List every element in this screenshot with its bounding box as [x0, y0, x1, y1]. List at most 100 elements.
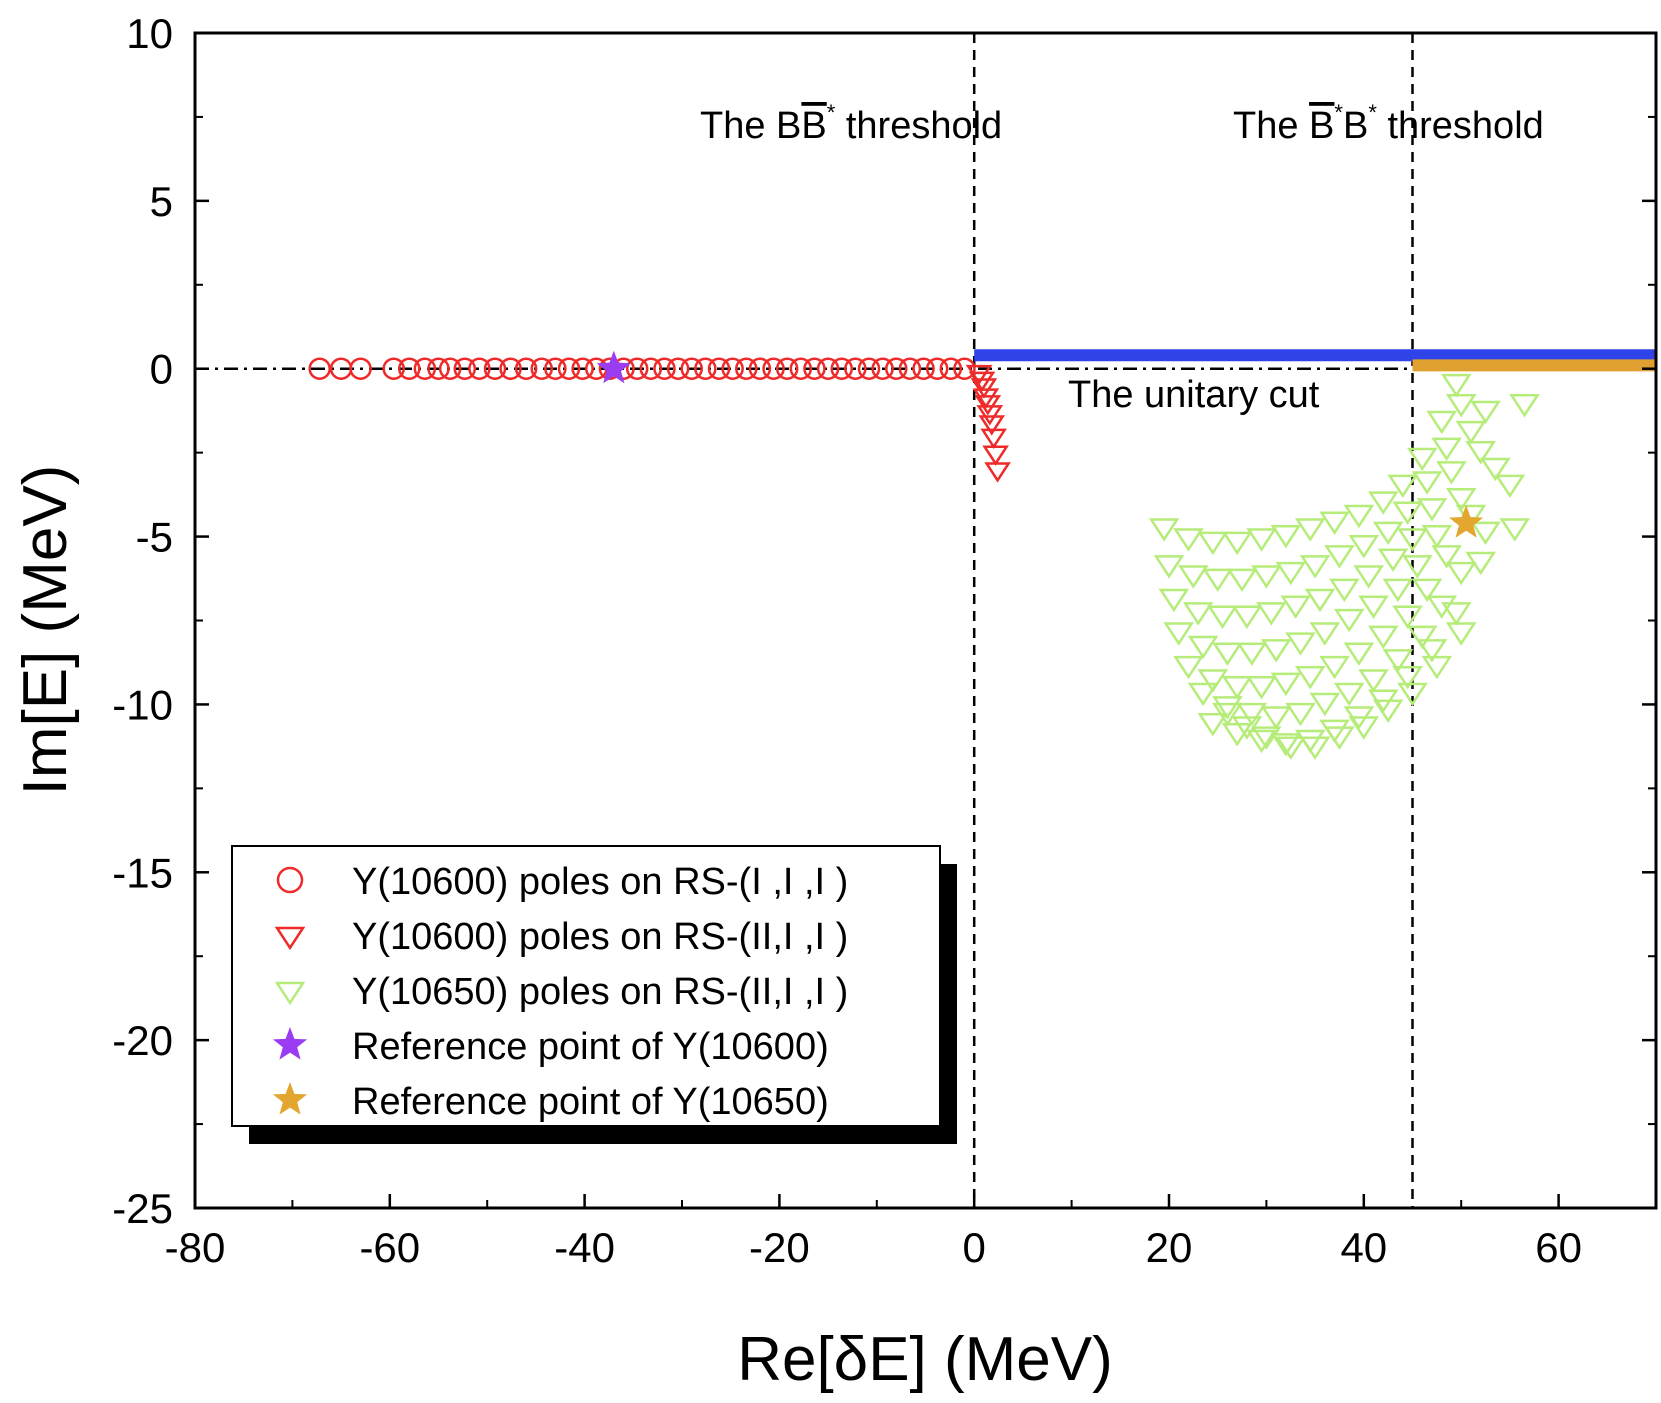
series-2-point-8 — [1343, 504, 1375, 529]
series-0-point-37 — [857, 357, 881, 380]
series-2-point-46 — [1260, 639, 1292, 663]
series-2-point-0 — [1148, 518, 1180, 542]
series-2-point-105 — [1348, 716, 1380, 740]
series-2-point-32 — [1255, 602, 1287, 626]
series-2-point-20 — [1299, 555, 1331, 579]
series-2-point-57 — [1197, 669, 1229, 693]
series-0-point-3 — [382, 357, 405, 380]
series-2-point-13 — [1441, 373, 1472, 398]
series-0-point-25 — [694, 357, 717, 380]
series-2-point-30 — [1207, 605, 1238, 629]
series-2-point-69 — [1479, 457, 1511, 482]
series-2-point-51 — [1382, 578, 1414, 603]
series-2-point-103 — [1299, 736, 1331, 760]
series-2-point-48 — [1309, 622, 1341, 646]
series-0-point-8 — [453, 357, 477, 380]
legend-label-1: Y(10600) poles on RS-(II,I ,I ) — [352, 916, 848, 958]
series-0-point-21 — [639, 357, 663, 380]
series-0-point-35 — [830, 357, 853, 380]
x-tick-label-1: -60 — [359, 1224, 420, 1271]
series-0-point-31 — [775, 357, 799, 380]
series-2-point-21 — [1324, 545, 1355, 569]
series-2-point-87 — [1246, 729, 1277, 754]
unitary-cut-label: The unitary cut — [1068, 374, 1320, 416]
series-1-point-9 — [984, 462, 1011, 483]
series-0-point-14 — [544, 357, 567, 380]
series-0-point-28 — [735, 357, 758, 380]
series-2-point-96 — [1465, 551, 1496, 576]
series-2-point-62 — [1319, 655, 1350, 680]
legend-marker-2 — [274, 981, 306, 1006]
series-0-point-15 — [557, 357, 581, 380]
series-0-point-38 — [871, 357, 894, 380]
series-2-point-58 — [1221, 676, 1253, 700]
series-0-point-0 — [308, 357, 331, 380]
y-tick-label-3: -5 — [136, 514, 173, 561]
series-2-point-36 — [1353, 565, 1384, 589]
series-2-point-54 — [1445, 488, 1477, 512]
series-2-point-25 — [1411, 471, 1443, 495]
series-2-point-11 — [1406, 447, 1438, 472]
series-2-point-1 — [1173, 528, 1204, 552]
y-tick-label-6: -20 — [112, 1017, 173, 1064]
legend-label-2: Y(10650) poles on RS-(II,I ,I ) — [352, 971, 848, 1013]
series-0-point-44 — [953, 357, 976, 380]
y-axis-title: Im[E] (MeV) — [11, 465, 80, 796]
series-1-point-3 — [972, 388, 1000, 409]
series-2-point-43 — [1187, 635, 1219, 660]
series-0-point-7 — [438, 357, 462, 380]
series-2-point-71 — [1212, 696, 1243, 720]
series-2-point-29 — [1182, 602, 1214, 626]
series-0-point-22 — [653, 357, 676, 380]
series-1-point-8 — [982, 445, 1009, 466]
x-axis-title: Re[δE] (MeV) — [737, 1325, 1113, 1394]
series-2-point-93 — [1392, 665, 1423, 690]
series-2-point-76 — [1333, 682, 1365, 707]
series-2-point-55 — [1465, 441, 1496, 465]
series-0-point-26 — [707, 357, 731, 380]
series-1-point-5 — [976, 405, 1004, 426]
series-2-point-34 — [1304, 588, 1336, 613]
series-2-point-72 — [1236, 702, 1268, 727]
legend-marker-4 — [272, 1082, 308, 1115]
series-2-point-44 — [1212, 642, 1243, 666]
legend-marker-0 — [276, 866, 304, 894]
series-1-point-6 — [978, 415, 1006, 436]
series-2-point-56 — [1173, 655, 1204, 680]
series-2-point-39 — [1416, 498, 1448, 522]
series-2-point-47 — [1285, 632, 1316, 656]
series-2-point-81 — [1445, 561, 1477, 586]
series-2-point-108 — [1421, 655, 1453, 680]
series-2-point-79 — [1406, 625, 1438, 650]
x-tick-label-6: 40 — [1340, 1224, 1387, 1271]
series-2-point-7 — [1319, 511, 1350, 535]
series-2-point-66 — [1411, 578, 1443, 603]
legend-label-0: Y(10600) poles on RS-(I ,I ,I ) — [352, 861, 848, 903]
series-4-point-0 — [1449, 505, 1484, 538]
legend-label-3: Reference point of Y(10600) — [352, 1026, 829, 1068]
series-0-point-23 — [666, 357, 690, 380]
series-2-point-52 — [1402, 555, 1433, 579]
series-2-point-70 — [1187, 682, 1219, 707]
y-tick-label-7: -25 — [112, 1185, 173, 1232]
series-0-point-32 — [789, 357, 813, 380]
series-2-point-60 — [1270, 672, 1302, 697]
series-2-point-49 — [1333, 608, 1365, 633]
series-2-point-59 — [1246, 676, 1277, 700]
series-0-point-41 — [912, 357, 935, 380]
threshold-label-bbstar-bar: B — [801, 105, 826, 147]
series-2-point-64 — [1367, 625, 1399, 650]
legend: Y(10600) poles on RS-(I ,I ,I ) Y(10600) … — [231, 845, 957, 1144]
series-0-point-16 — [571, 357, 594, 380]
series-0-point-6 — [427, 357, 450, 380]
series-2-point-106 — [1372, 699, 1404, 723]
series-2-point-26 — [1431, 437, 1462, 462]
series-0-point-40 — [898, 357, 922, 380]
series-2-point-102 — [1275, 736, 1307, 760]
series-2-point-24 — [1392, 501, 1423, 525]
series-2-point-83 — [1494, 474, 1526, 499]
series-0-point-30 — [762, 357, 785, 380]
series-2-point-3 — [1221, 531, 1253, 556]
series-2-point-14 — [1153, 555, 1185, 579]
series-2-point-97 — [1499, 518, 1531, 542]
